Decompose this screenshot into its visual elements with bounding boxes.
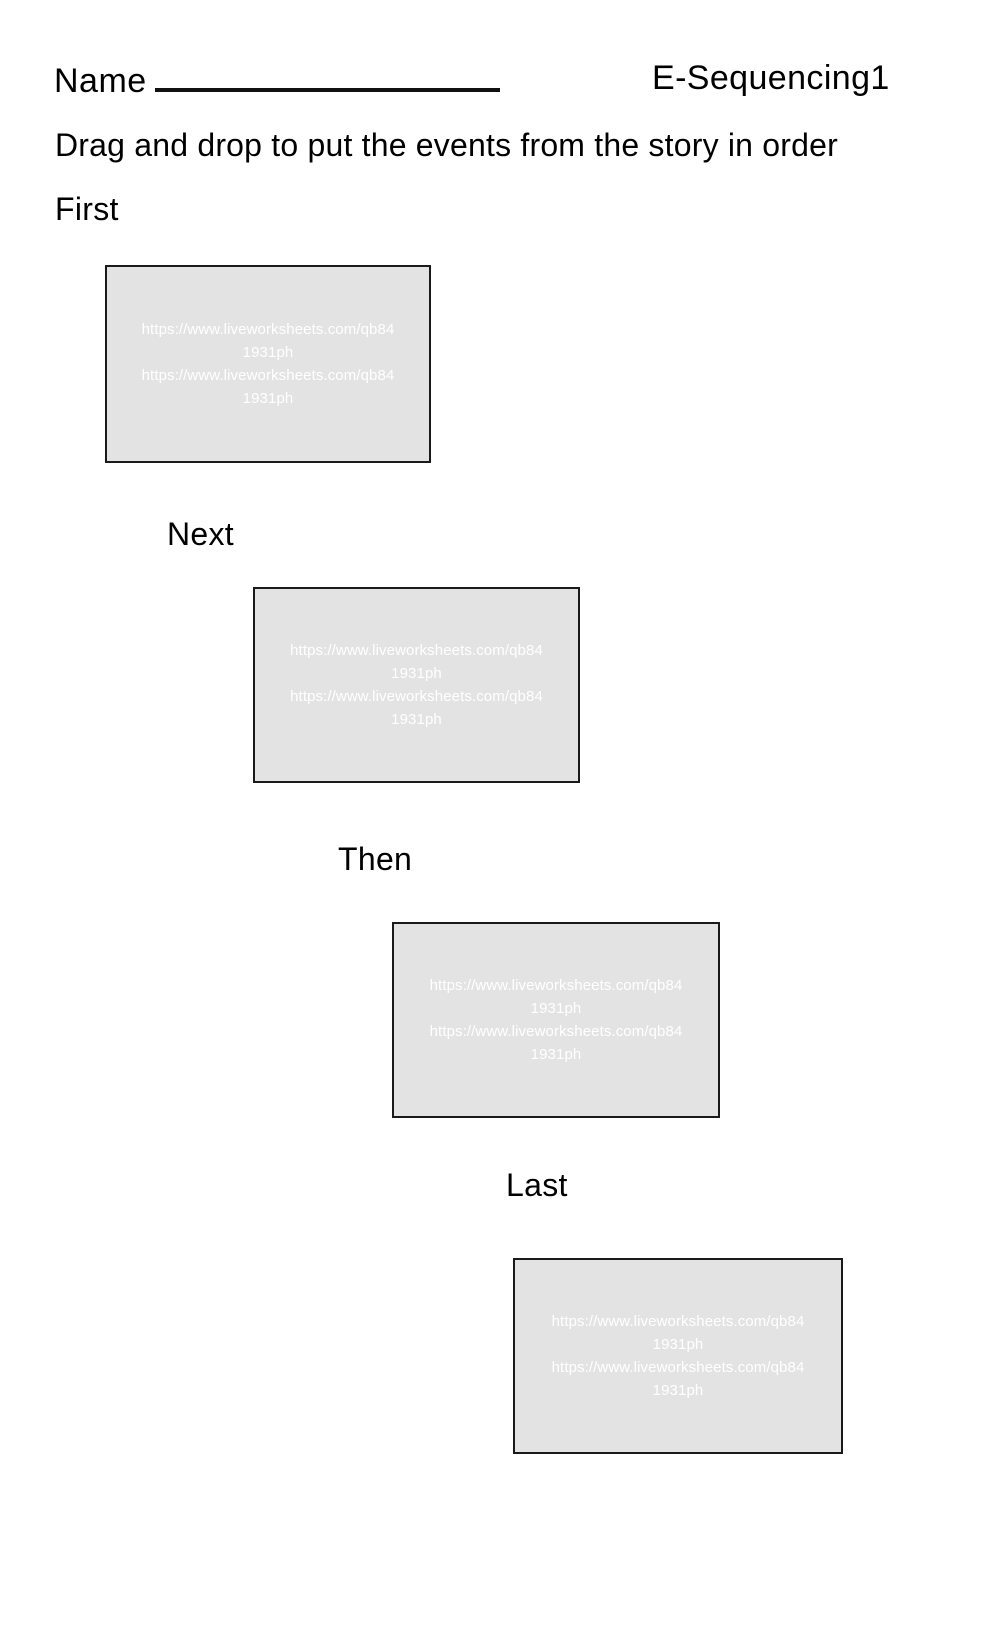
step-label-first: First [55,191,119,227]
watermark-line: https://www.liveworksheets.com/qb84 [290,642,543,659]
watermark-line: 1931ph [530,1046,582,1063]
instruction-text: Drag and drop to put the events from the… [55,127,838,163]
watermark-line: https://www.liveworksheets.com/qb84 [551,1313,805,1330]
watermark-line: 1931ph [242,390,294,407]
watermark-then: https://www.liveworksheets.com/qb84 1931… [394,974,718,1066]
name-label: Name [54,62,147,100]
watermark-line: 1931ph [530,1000,582,1017]
name-field-row: Name [54,58,500,104]
watermark-line: https://www.liveworksheets.com/qb84 [429,1023,683,1040]
watermark-line: 1931ph [652,1382,704,1399]
name-input[interactable] [154,58,500,92]
watermark-line: 1931ph [391,665,442,682]
watermark-line: 1931ph [391,711,442,728]
watermark-line: https://www.liveworksheets.com/qb84 [429,977,683,994]
worksheet-title: E-Sequencing1 [652,59,890,97]
drop-zone-then[interactable]: https://www.liveworksheets.com/qb84 1931… [392,922,720,1118]
watermark-line: 1931ph [242,344,294,361]
watermark-line: https://www.liveworksheets.com/qb84 [551,1359,805,1376]
watermark-first: https://www.liveworksheets.com/qb84 1931… [107,318,429,410]
step-label-last: Last [506,1167,568,1203]
drop-zone-first[interactable]: https://www.liveworksheets.com/qb84 1931… [105,265,431,463]
watermark-last: https://www.liveworksheets.com/qb84 1931… [515,1310,841,1402]
step-label-then: Then [338,841,413,877]
watermark-line: https://www.liveworksheets.com/qb84 [141,321,395,338]
watermark-next: https://www.liveworksheets.com/qb84 1931… [255,639,578,731]
watermark-line: https://www.liveworksheets.com/qb84 [290,688,543,705]
watermark-line: https://www.liveworksheets.com/qb84 [141,367,395,384]
drop-zone-next[interactable]: https://www.liveworksheets.com/qb84 1931… [253,587,580,783]
drop-zone-last[interactable]: https://www.liveworksheets.com/qb84 1931… [513,1258,843,1454]
step-label-next: Next [167,516,234,552]
watermark-line: 1931ph [652,1336,704,1353]
